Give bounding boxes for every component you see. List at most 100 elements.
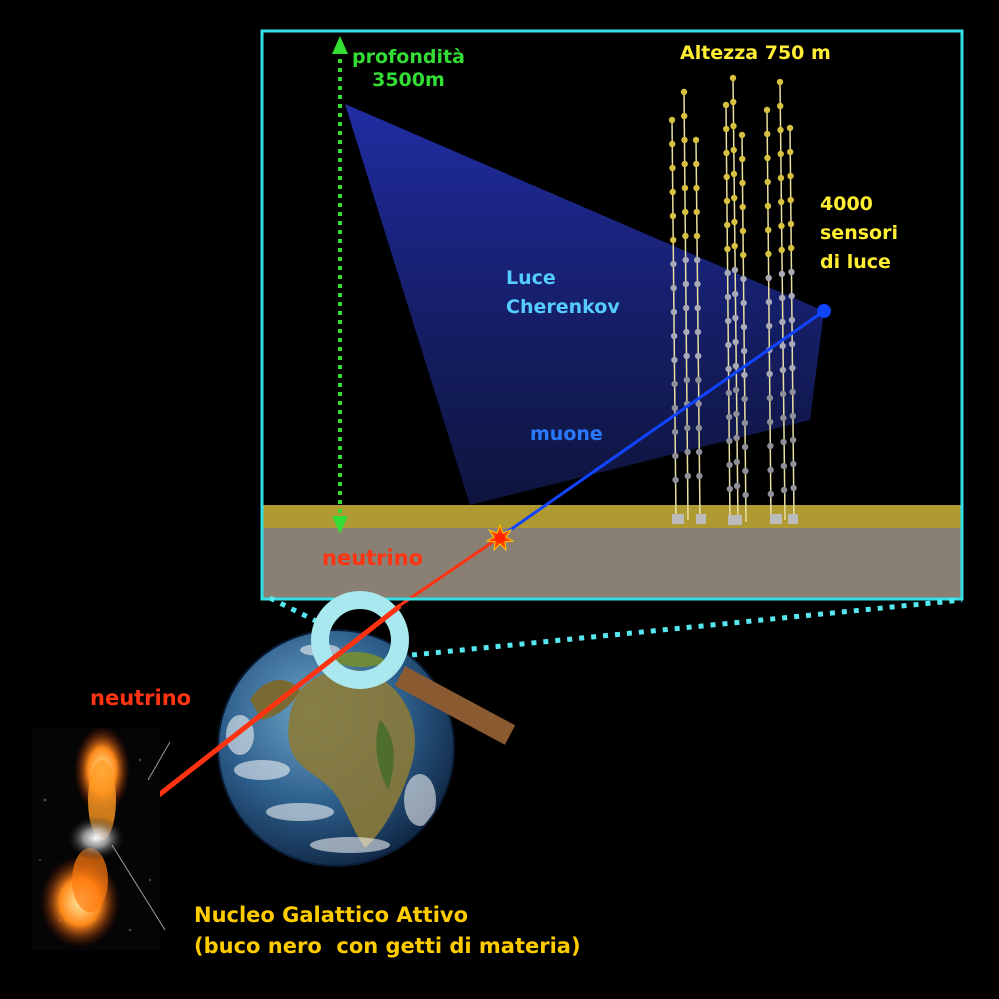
sensor-module [779, 366, 787, 374]
sensors-line-1: 4000 [820, 193, 873, 215]
sensor-module [682, 232, 689, 240]
sensor-module [726, 437, 733, 445]
sensor-module [740, 347, 748, 355]
sensor-module [693, 232, 701, 240]
sensor-module [683, 352, 690, 360]
sensor-module [765, 298, 773, 306]
sensor-module [788, 244, 795, 252]
sensor-module [789, 388, 796, 396]
sensor-module [766, 394, 774, 402]
earth-globe [217, 629, 455, 867]
sensor-module [725, 341, 732, 349]
sensor-module [670, 260, 677, 268]
sensor-module [788, 292, 795, 300]
sensor-module [671, 428, 679, 436]
sensor-module [684, 448, 691, 456]
sensor-module [681, 184, 689, 192]
height-label: Altezza 750 m [680, 42, 831, 64]
cherenkov-line-1: Luce [506, 267, 556, 289]
sensor-module [729, 74, 737, 82]
sensor-module [740, 323, 748, 331]
magnifier-icon [311, 591, 516, 745]
sensor-module [724, 269, 731, 277]
sensor-module [730, 146, 737, 154]
sensor-module [742, 491, 749, 499]
sensor-module [732, 362, 740, 370]
sensor-module [681, 160, 688, 168]
inset-border [260, 29, 964, 601]
sensor-module [693, 160, 700, 168]
sensor-module [731, 266, 739, 274]
sensor-module [740, 275, 747, 283]
sensor-module [694, 352, 702, 360]
sensor-module [763, 106, 771, 114]
sensor-module [723, 197, 731, 205]
sensor-module [780, 438, 787, 446]
sensor-module [739, 179, 746, 187]
sensor-module [778, 270, 786, 278]
sensor-module [672, 476, 679, 484]
sensor-module [671, 380, 678, 388]
cherenkov-light-cone [345, 104, 824, 505]
sensor-module [740, 251, 747, 259]
sensor-module [731, 218, 738, 226]
sensor-module [741, 395, 748, 403]
sensor-module [731, 242, 738, 250]
sensor-module [765, 274, 772, 282]
sensor-module [767, 442, 774, 450]
sensor-module [777, 126, 784, 134]
agn-line-1: Nucleo Galattico Attivo [194, 903, 469, 927]
seabed [262, 528, 962, 599]
sensors-line-2: sensori [820, 222, 898, 244]
sensor-module [733, 458, 741, 466]
sensor-module [669, 164, 676, 172]
dashed-depth-arrow [332, 36, 348, 534]
sensor-module [695, 448, 703, 456]
sensor-module [669, 188, 676, 196]
sensor-module [683, 376, 691, 384]
sensor-module [695, 424, 703, 432]
sensor-module [787, 148, 794, 156]
sensor-module [724, 293, 732, 301]
muon-track [499, 309, 825, 539]
sensor-module [682, 304, 690, 312]
sensor-module [692, 136, 700, 144]
sensor-module [694, 280, 701, 288]
sensor-module [669, 140, 676, 148]
sensor-module [787, 196, 794, 204]
zoom-lines [268, 595, 963, 658]
sensor-module [726, 485, 734, 493]
sensor-module [742, 467, 749, 475]
sensor-module [730, 122, 737, 130]
sensor-module [780, 462, 788, 470]
sensor-module [786, 124, 794, 132]
sensor-module [789, 412, 797, 420]
sensor-module [682, 208, 689, 216]
depth-word: profondità [352, 46, 465, 68]
sensor-module [779, 318, 786, 326]
sensor-module [790, 484, 797, 492]
sensor-module [693, 208, 700, 216]
sensor-module [779, 390, 787, 398]
sensor-module [779, 342, 786, 350]
sensor-module [766, 418, 774, 426]
sensor-module [765, 322, 773, 330]
sensor-module [780, 414, 787, 422]
sensor-module [777, 102, 784, 110]
sensor-module [778, 246, 785, 254]
sensor-module [731, 290, 739, 298]
sensor-module [684, 424, 691, 432]
sensor-module [778, 198, 785, 206]
agn-jet-image [32, 726, 171, 950]
sensor-module [683, 328, 690, 336]
sensor-module [668, 116, 676, 124]
neutrino-label-space: neutrino [90, 686, 192, 710]
sensor-module [696, 472, 703, 480]
sensor-module [739, 203, 746, 211]
sensor-module [789, 436, 797, 444]
sensor-module [693, 184, 700, 192]
depth-value: 3500m [372, 68, 445, 91]
sensor-module [681, 112, 688, 120]
sensor-module [787, 172, 794, 180]
